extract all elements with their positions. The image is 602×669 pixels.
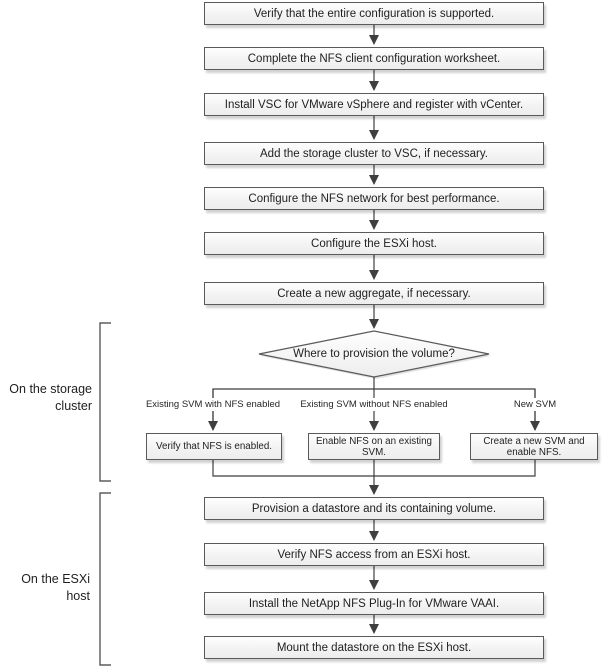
branch-step-box: Create a new SVM and enable NFS. <box>470 433 598 460</box>
flow-step-box: Verify NFS access from an ESXi host. <box>204 543 544 566</box>
bracket-storage-cluster <box>99 322 111 482</box>
side-label-storage-cluster: On the storage cluster <box>9 382 92 413</box>
branch-step-box: Enable NFS on an existing SVM. <box>308 433 440 460</box>
flow-step-box: Mount the datastore on the ESXi host. <box>204 636 544 659</box>
flow-step-box: Add the storage cluster to VSC, if neces… <box>204 142 544 165</box>
flow-step-box: Configure the NFS network for best perfo… <box>204 187 544 210</box>
branch-step-box: Verify that NFS is enabled. <box>146 433 282 460</box>
flow-step-box: Create a new aggregate, if necessary. <box>204 282 544 305</box>
flow-step-box: Install the NetApp NFS Plug-In for VMwar… <box>204 592 544 615</box>
branch-label-existing-svm-no-nfs: Existing SVM without NFS enabled <box>297 398 451 411</box>
flow-step-box: Provision a datastore and its containing… <box>204 497 544 520</box>
bracket-esxi-host <box>99 492 111 666</box>
flow-step-box: Complete the NFS client configuration wo… <box>204 47 544 70</box>
flow-step-box: Install VSC for VMware vSphere and regis… <box>204 93 544 116</box>
flow-step-box: Verify that the entire configuration is … <box>204 2 544 25</box>
side-label-esxi-host: On the ESXi host <box>21 572 90 603</box>
branch-label-existing-svm-nfs: Existing SVM with NFS enabled <box>142 398 284 411</box>
decision-label: Where to provision the volume? <box>293 348 455 360</box>
branch-label-new-svm: New SVM <box>510 398 560 411</box>
flow-step-box: Configure the ESXi host. <box>204 232 544 255</box>
